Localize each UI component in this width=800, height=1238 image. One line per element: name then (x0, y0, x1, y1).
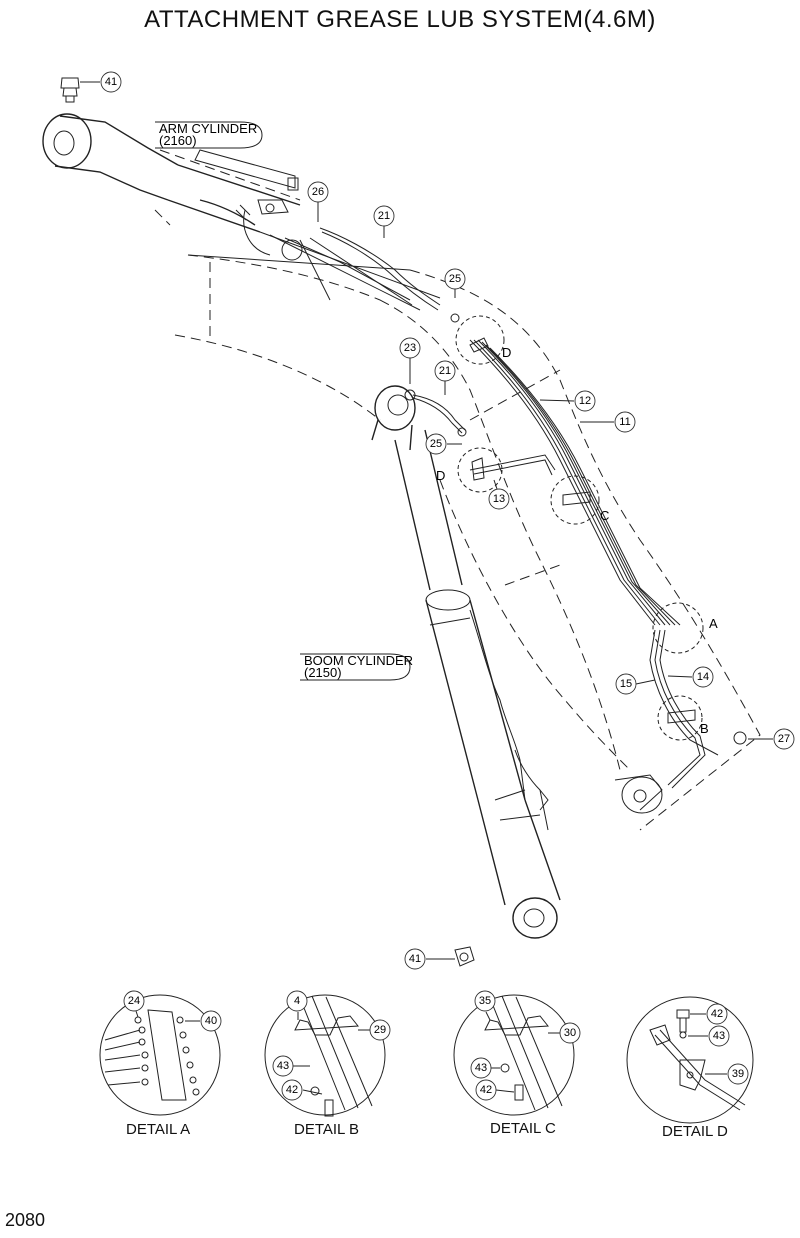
part-23: 23 (404, 342, 416, 354)
part-25-top: 25 (449, 273, 461, 285)
part-25-mid: 25 (430, 438, 442, 450)
detail-b-part-42: 42 (286, 1084, 298, 1096)
part-21-top: 21 (378, 210, 390, 222)
detail-d-part-42: 42 (711, 1008, 723, 1020)
part-41-bottom: 41 (409, 953, 421, 965)
svg-text:(2160): (2160) (159, 133, 197, 148)
part-12: 12 (579, 395, 591, 407)
svg-text:ARM CYLINDER: ARM CYLINDER (159, 121, 257, 136)
part-14: 14 (697, 671, 709, 683)
part-13: 13 (493, 493, 505, 505)
part-callouts: 41 26 21 25 23 21 12 11 25 13 14 15 (80, 71, 795, 970)
detail-a-part-40: 40 (205, 1015, 217, 1027)
detail-letter-a: A (709, 616, 718, 631)
detail-d-part-39: 39 (732, 1068, 744, 1080)
part-41-top: 41 (105, 76, 117, 88)
grease-fitting-bottom (454, 946, 475, 967)
grease-lines (319, 227, 719, 789)
page-title: ATTACHMENT GREASE LUB SYSTEM(4.6M) (144, 6, 656, 33)
part-26: 26 (312, 186, 324, 198)
boom-outline (154, 149, 761, 831)
detail-letter-c: C (600, 508, 609, 523)
detail-a-label: DETAIL A (126, 1121, 191, 1138)
detail-letter-d-top: D (502, 345, 511, 360)
detail-a-drawing: 24 40 (99, 990, 222, 1116)
detail-d-label: DETAIL D (662, 1123, 728, 1140)
detail-c-part-42: 42 (480, 1084, 492, 1096)
arm-cylinder-label-box: ARM CYLINDER (2160) (155, 121, 263, 149)
part-21-mid: 21 (439, 365, 451, 377)
svg-text:BOOM CYLINDER: BOOM CYLINDER (304, 653, 413, 668)
detail-c-part-35: 35 (479, 995, 491, 1007)
detail-b-label: DETAIL B (294, 1121, 360, 1138)
arm-cylinder (42, 113, 301, 256)
detail-letter-b: B (700, 721, 709, 736)
detail-c-part-30: 30 (564, 1027, 576, 1039)
page-number: 2080 (5, 1210, 46, 1230)
grease-fitting-top (60, 77, 80, 103)
detail-a-part-24: 24 (128, 995, 140, 1007)
detail-b-part-4: 4 (294, 995, 300, 1007)
detail-letter-d-mid: D (436, 468, 445, 483)
detail-d-part-43: 43 (713, 1030, 725, 1042)
detail-b-part-43: 43 (277, 1060, 289, 1072)
detail-b-part-29: 29 (374, 1024, 386, 1036)
detail-d-drawing: 42 43 39 (626, 996, 754, 1124)
svg-text:(2150): (2150) (304, 665, 342, 680)
boom-cylinder (371, 385, 561, 939)
boom-cylinder-label-box: BOOM CYLINDER (2150) (300, 653, 413, 681)
detail-c-drawing: 35 30 43 42 (453, 990, 581, 1116)
part-11: 11 (619, 416, 630, 428)
detail-b-drawing: 4 29 43 42 (264, 990, 391, 1117)
detail-c-part-43: 43 (475, 1062, 487, 1074)
part-27: 27 (778, 733, 790, 745)
detail-circles (404, 313, 747, 745)
part-15: 15 (620, 678, 632, 690)
detail-c-label: DETAIL C (490, 1120, 556, 1137)
